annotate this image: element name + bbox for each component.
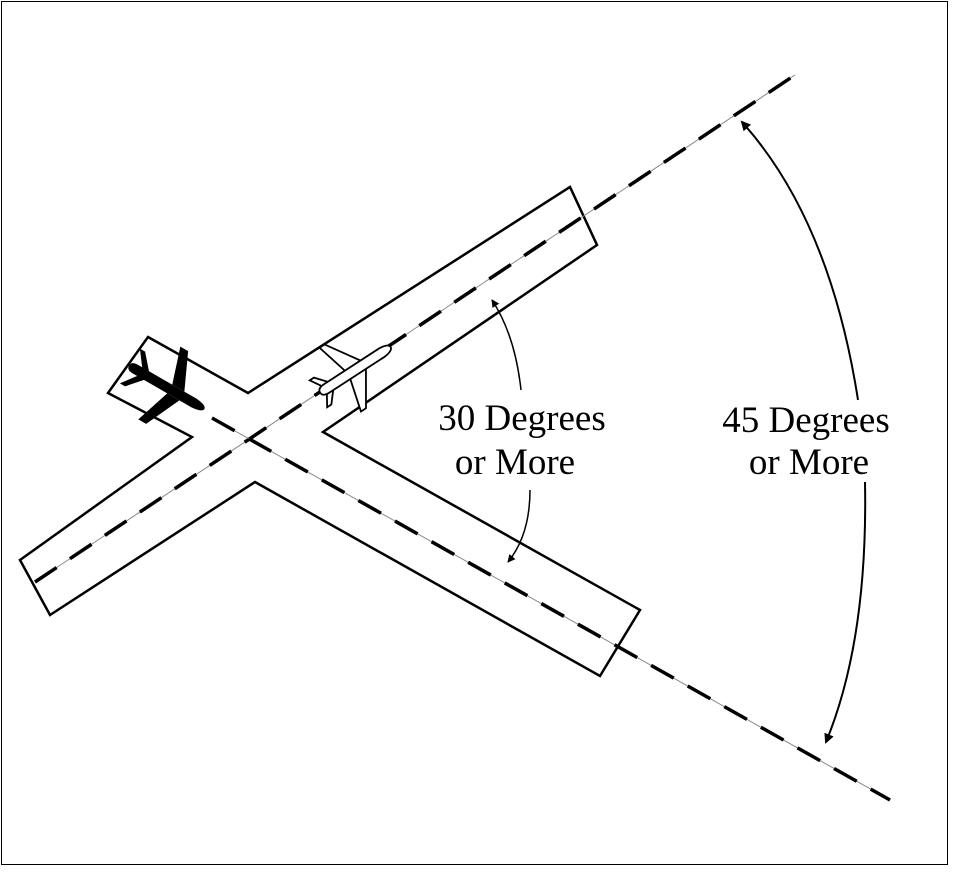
white-airplane-icon <box>307 343 392 413</box>
arc-arrow-45-upper <box>740 120 859 401</box>
black-airplane-icon <box>119 346 205 424</box>
label-30-line2: or More <box>455 442 575 483</box>
arc-arrow-30-upper <box>491 299 522 391</box>
intersecting-runways-outline <box>18 185 642 678</box>
label-45-line1: 45 Degrees <box>722 400 889 441</box>
label-30-line1: 30 Degrees <box>438 398 605 439</box>
label-45-line2: or More <box>749 442 869 483</box>
arc-arrow-45-lower <box>824 481 867 744</box>
runway-centerline-nw-se <box>211 416 891 802</box>
arc-arrow-30-lower <box>507 489 531 563</box>
runway-centerline-ne-sw <box>34 73 796 584</box>
